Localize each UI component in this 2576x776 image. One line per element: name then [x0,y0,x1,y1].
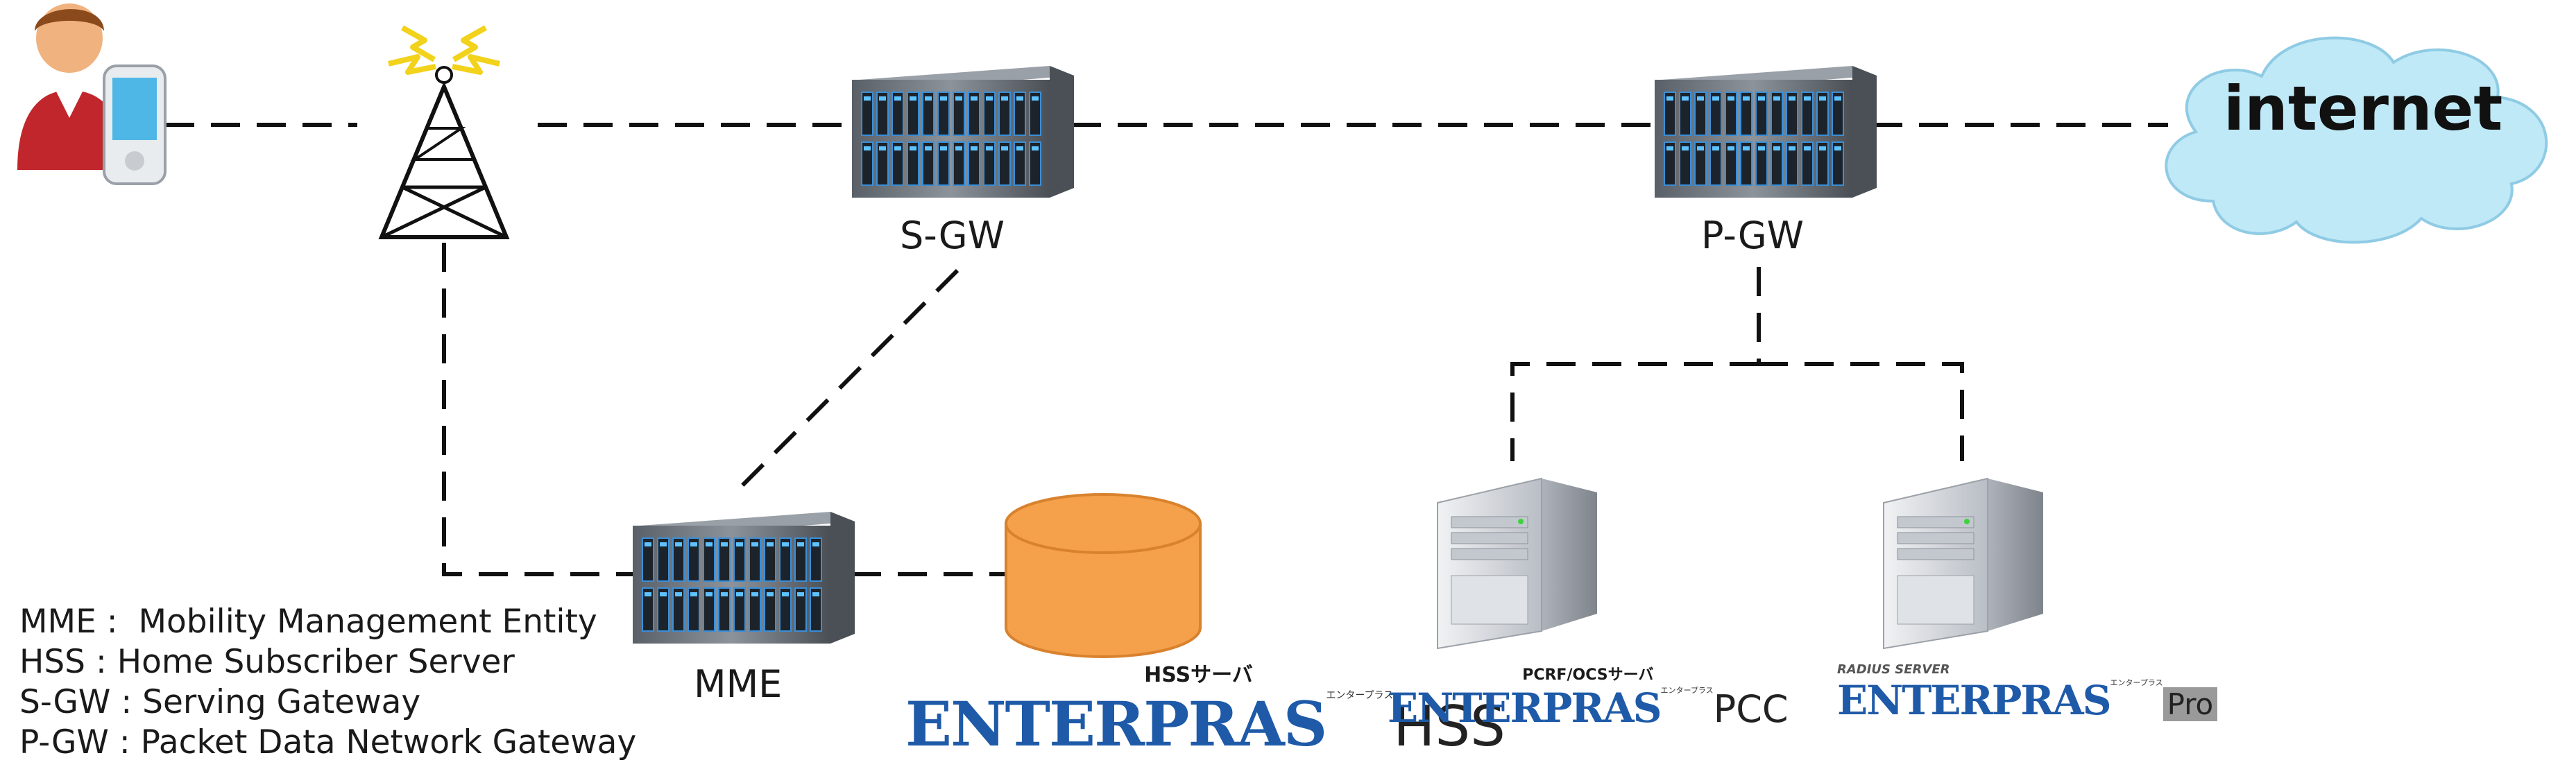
product-tag: エンタープラス [2110,678,2163,687]
product-brand: ENTERPRAS [905,688,1327,760]
blade-server-icon [633,512,855,644]
link-tower-mme [442,243,633,576]
product-caption: RADIUS SERVER [1837,662,1950,677]
link-split-pro [1759,362,1964,461]
database-icon [1005,493,1202,658]
legend: MME : Mobility Management Entity HSS : H… [19,602,636,763]
product-logo-hss: HSSサーバ ENTERPRASエンタープラスHSS [905,657,1505,760]
product-tag: エンタープラス [1326,690,1394,701]
tower-server-icon [1437,477,1597,650]
product-caption: PCRF/OCSサーバ [1522,666,1654,684]
product-brand: ENTERPRAS [1837,677,2111,724]
node-label-sgw: S-GW [900,214,1005,257]
product-caption: HSSサーバ [1144,663,1253,687]
product-tag: エンタープラス [1660,686,1714,695]
node-label-pgw: P-GW [1701,214,1805,257]
product-suffix: Pro [2163,687,2218,721]
product-logo-pcc: PCRF/OCSサーバ ENTERPRASエンタープラスPCC [1388,662,1789,732]
product-suffix: PCC [1713,687,1789,731]
legend-item: HSS : Home Subscriber Server [19,643,515,681]
legend-item: MME : Mobility Management Entity [19,603,597,641]
legend-item: P-GW : Packet Data Network Gateway [19,723,637,761]
node-label-internet: internet [2224,73,2503,144]
product-logo-pro: RADIUS SERVER ENTERPRASエンタープラスPro [1837,662,2218,724]
legend-item: S-GW : Serving Gateway [19,683,421,721]
blade-server-icon [852,66,1074,198]
link-sgw-mme [737,268,959,491]
link-split-pcc [1510,362,1759,461]
node-label-mme: MME [694,662,783,706]
antenna-tower-icon [378,25,510,239]
tower-server-icon [1883,477,2043,650]
product-suffix: HSS [1393,694,1505,759]
blade-server-icon [1655,66,1877,198]
cloud-icon [2165,36,2548,244]
user-phone-icon [17,3,167,185]
links [165,123,2168,576]
product-brand: ENTERPRAS [1388,684,1662,732]
